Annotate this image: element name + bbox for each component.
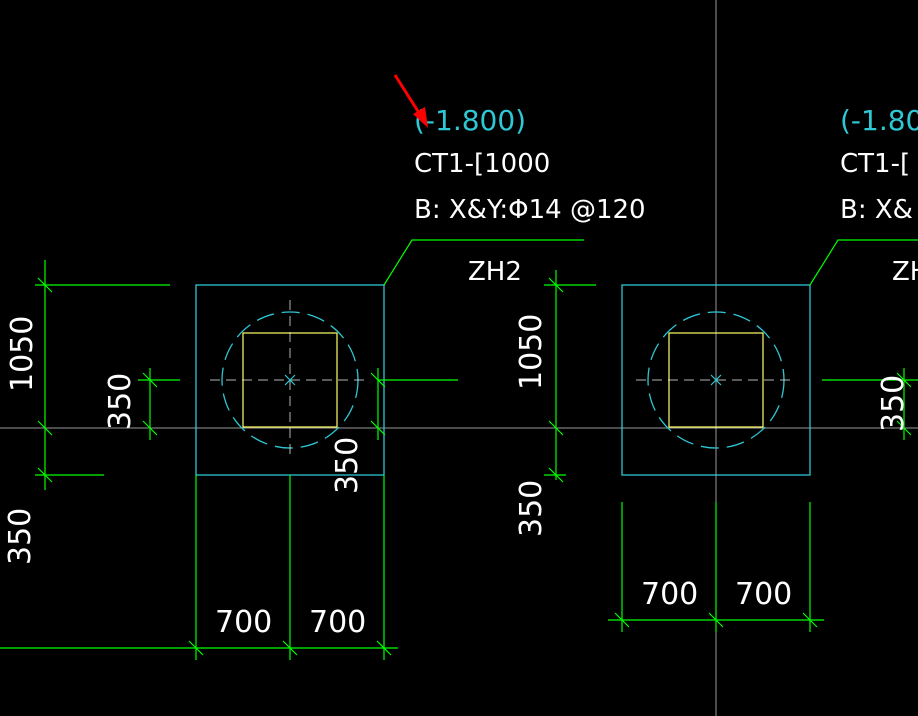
cap-left-rebar: B: X&Y:Φ14 @120 xyxy=(414,195,646,225)
cap-right-cap-label: CT1-[ xyxy=(840,149,910,179)
cap-left-leader xyxy=(383,239,584,286)
cap-right-dim-offset-2: 350 xyxy=(876,375,911,432)
cap-right-outline[interactable] xyxy=(621,284,811,476)
cap-right-group[interactable] xyxy=(621,239,918,476)
cap-right-center-mark xyxy=(710,374,722,386)
cap-right-leader xyxy=(809,239,918,286)
cap-right-pile-tag: ZH xyxy=(892,257,918,287)
cap-left-pile-tag: ZH2 xyxy=(468,257,522,287)
cap-right-dim-width-left: 700 xyxy=(641,577,698,612)
cap-left-dim-bottom: 350 xyxy=(3,508,38,565)
cap-left-cap-label: CT1-[1000 xyxy=(414,149,550,179)
cap-left-dim-width-left: 700 xyxy=(215,605,272,640)
cap-right-dim-width-right: 700 xyxy=(735,577,792,612)
pointer-arrow-icon xyxy=(393,74,428,128)
cap-left-center-mark xyxy=(284,374,296,386)
cap-left-dim-offset: 350 xyxy=(103,373,138,430)
cap-right-dimensions xyxy=(544,270,918,632)
cap-left-elevation: (-1.800) xyxy=(414,104,526,137)
cap-right-elevation: (-1.800 xyxy=(840,104,918,137)
cap-left-dim-offset-2: 350 xyxy=(330,437,365,494)
cap-right-rebar: B: X& xyxy=(840,195,913,225)
cap-right-dim-height: 1050 xyxy=(514,314,549,390)
cap-left-dimensions xyxy=(0,260,458,660)
cap-left-dim-height: 1050 xyxy=(5,316,40,392)
cap-right-dim-offset: 350 xyxy=(514,480,549,537)
cap-left-dim-width-right: 700 xyxy=(309,605,366,640)
